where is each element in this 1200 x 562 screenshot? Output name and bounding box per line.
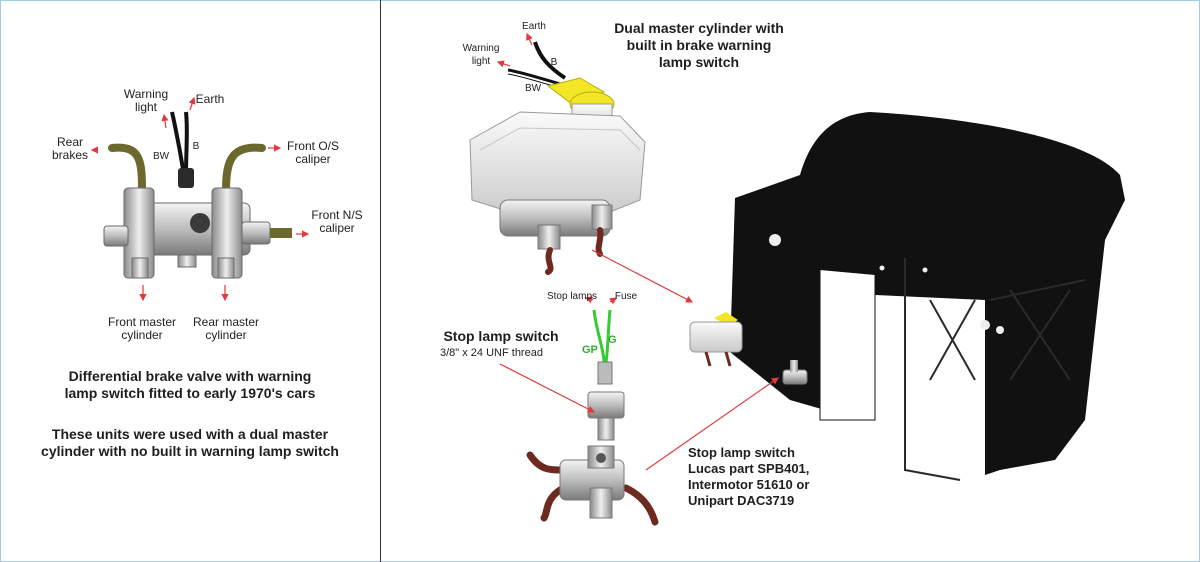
label-warning-light: Warning light	[123, 87, 169, 114]
brake-tee-fitting	[526, 445, 659, 526]
label-rear-master-cylinder: Rear master cylinder	[192, 315, 260, 342]
label-stop-lamps: Stop lamps	[546, 291, 598, 302]
label-wire-b: B	[192, 141, 200, 152]
stop-lamp-switch	[587, 309, 625, 441]
label-wire-g: G	[608, 334, 617, 346]
label-wire-gp: GP	[582, 344, 598, 356]
stop-switch-part-numbers: Stop lamp switch Lucas part SPB401, Inte…	[688, 445, 810, 508]
master-cylinder-large	[469, 41, 646, 275]
label-front-ns-caliper: Front N/S caliper	[311, 208, 363, 235]
tee-fitting-small	[782, 360, 808, 385]
label-rear-brakes: Rear brakes	[51, 135, 89, 162]
caption-dual-master-cylinder: Dual master cylinder with built in brake…	[614, 20, 784, 70]
black-panel	[730, 112, 1125, 481]
stop-switch-thread: 3/8" x 24 UNF thread	[440, 347, 543, 359]
label-earth-master: Earth	[522, 21, 546, 32]
left-callout-arrows	[90, 96, 310, 302]
label-wire-bw-master: BW	[524, 83, 542, 94]
label-front-os-caliper: Front O/S caliper	[286, 139, 339, 166]
master-cylinder-small	[689, 312, 743, 367]
caption-dual-master-note: These units were used with a dual master…	[41, 426, 339, 459]
label-earth: Earth	[195, 92, 225, 106]
label-wire-bw: BW	[152, 151, 170, 162]
right-callout-arrows	[496, 32, 779, 471]
label-front-master-cylinder: Front master cylinder	[107, 315, 176, 342]
panel-divider	[380, 0, 381, 562]
stop-switch-title: Stop lamp switch	[443, 328, 559, 344]
label-wire-b-master: B	[550, 57, 558, 68]
label-warning-light-master: Warning light	[462, 43, 500, 67]
caption-differential-valve: Differential brake valve with warning la…	[64, 368, 316, 401]
differential-valve	[103, 111, 292, 279]
label-fuse: Fuse	[614, 291, 638, 302]
